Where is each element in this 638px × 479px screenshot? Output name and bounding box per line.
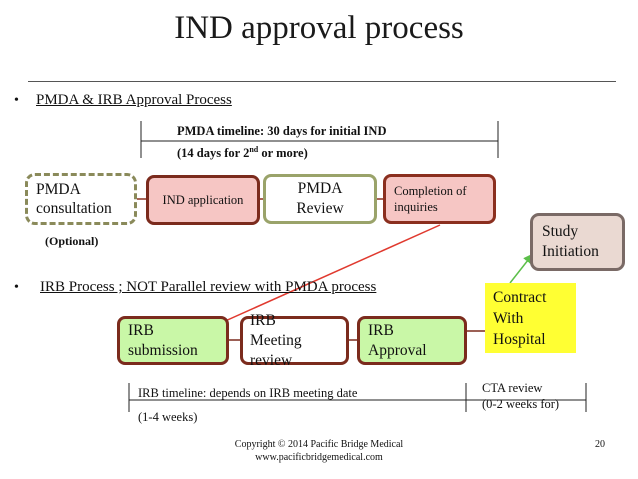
page-number: 20 (595, 439, 605, 450)
optional-label: (Optional) (45, 234, 99, 248)
slide-title: IND approval process (174, 10, 464, 46)
cta-review-sublabel: (0-2 weeks for) (482, 397, 560, 411)
arrow-completion-to-irb-submission (212, 224, 441, 328)
footer-url: www.pacificbridgemedical.com (255, 452, 383, 463)
pmda-timeline-sublabel: (14 days for 2nd or more) (177, 145, 308, 161)
pmda-timeline-label: PMDA timeline: 30 days for initial IND (177, 124, 387, 138)
ind-application-box: IND application (146, 175, 260, 225)
bullet-1: • (14, 93, 19, 108)
section-heading-pmda-irb: PMDA & IRB Approval Process (36, 92, 232, 108)
irb-timeline-sublabel: (1-4 weeks) (138, 410, 198, 424)
irb-timeline-label: IRB timeline: depends on IRB meeting dat… (138, 386, 358, 400)
bullet-2: • (14, 280, 19, 295)
arrow-contract-to-study (509, 253, 534, 284)
footer-copyright: Copyright © 2014 Pacific Bridge Medical (234, 439, 404, 450)
section-heading-irb: IRB Process ; NOT Parallel review with P… (40, 279, 377, 295)
cta-review-label: CTA review (482, 381, 543, 395)
title-divider (28, 81, 616, 82)
